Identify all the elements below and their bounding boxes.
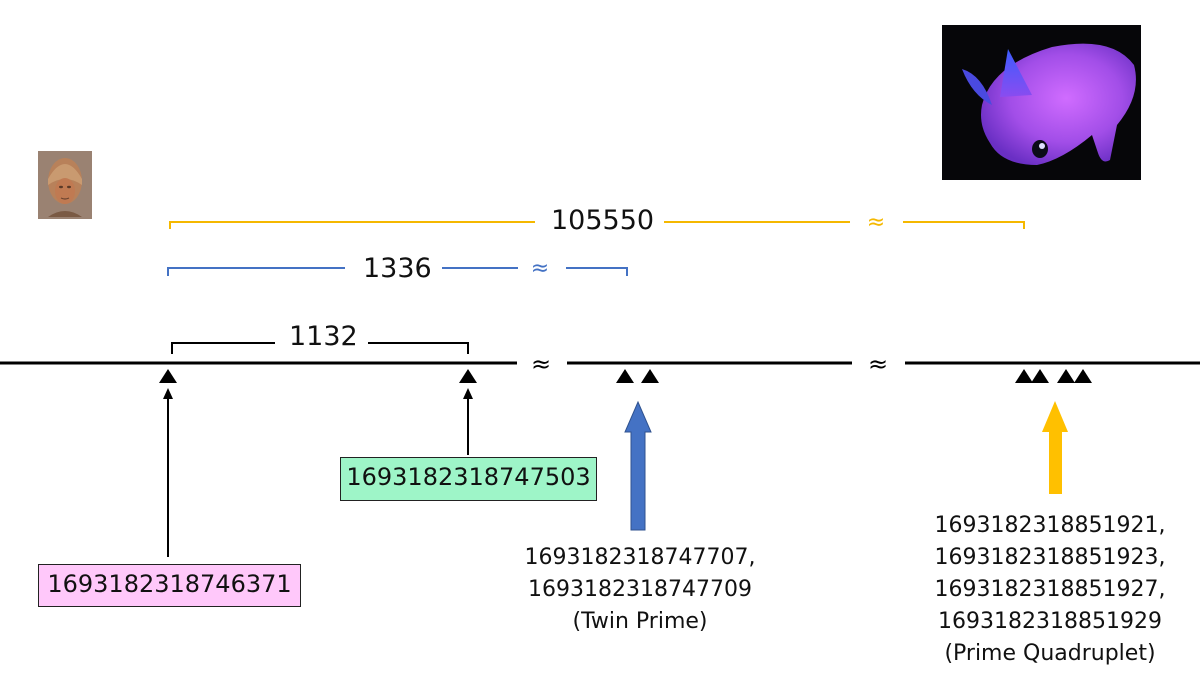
marker-second-prime [459, 369, 477, 383]
span-outer [169, 221, 1025, 229]
span-inner-label: 1132 [279, 321, 368, 353]
number-line-break-2: ≈ [868, 350, 888, 378]
marker-quad-1 [1015, 369, 1033, 383]
span-outer-label: 105550 [541, 205, 665, 237]
span-outer-break: ≈ [867, 210, 885, 235]
marker-first-prime [159, 369, 177, 383]
marker-twin-1 [616, 369, 634, 383]
twin-prime-caption: (Twin Prime) [572, 609, 708, 634]
second-prime-box: 1693182318747503 [340, 457, 597, 501]
marker-quad-3 [1057, 369, 1075, 383]
quad-value-2: 1693182318851923, [934, 545, 1166, 570]
quad-caption: (Prime Quadruplet) [944, 641, 1156, 666]
marker-quad-4 [1074, 369, 1092, 383]
marker-quad-2 [1031, 369, 1049, 383]
quad-value-3: 1693182318851927, [934, 577, 1166, 602]
arrow-first-prime [163, 388, 173, 557]
arrow-prime-quadruplet [1042, 401, 1068, 494]
twin-prime-value-2: 1693182318747709 [528, 577, 752, 602]
prime-quadruplet-label: 1693182318851921, 1693182318851923, 1693… [915, 510, 1185, 670]
span-middle-break: ≈ [531, 256, 549, 281]
quad-value-1: 1693182318851921, [934, 513, 1166, 538]
helmeted-figure-photo [38, 151, 92, 219]
quad-value-4: 1693182318851929 [938, 609, 1162, 634]
first-prime-box: 1693182318746371 [38, 564, 301, 607]
number-line-break-1: ≈ [531, 350, 551, 378]
arrow-twin-prime [624, 400, 652, 531]
span-inner [171, 342, 469, 354]
arrow-second-prime [463, 388, 473, 455]
span-middle [167, 267, 628, 276]
marker-twin-2 [641, 369, 659, 383]
purple-creature-photo [942, 25, 1141, 180]
twin-prime-label: 1693182318747707, 1693182318747709 (Twin… [505, 542, 775, 638]
span-middle-label: 1336 [353, 253, 442, 285]
twin-prime-value-1: 1693182318747707, [524, 545, 756, 570]
